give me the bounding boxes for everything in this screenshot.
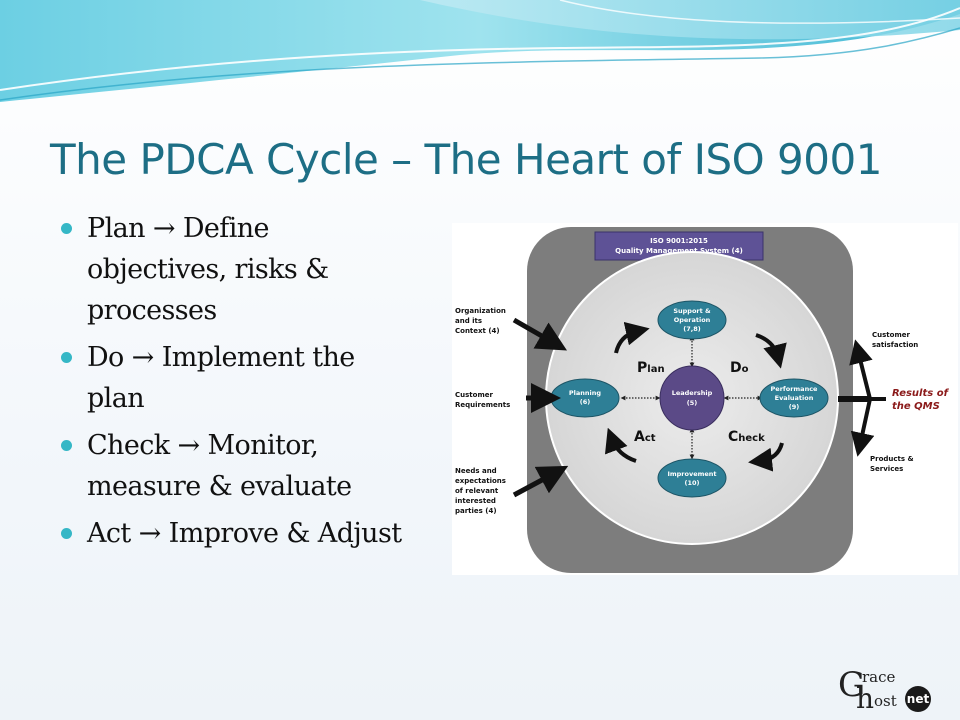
bullet-do-line-1: Do → Implement the — [87, 342, 355, 373]
node-performance-line-1: Performance — [771, 385, 819, 393]
header-waves — [0, 0, 960, 102]
arrow-products — [850, 398, 875, 457]
bullet-dot-icon — [61, 528, 72, 539]
cycle-arrow-check — [748, 442, 784, 472]
bullet-act-line-1: Act → Improve & Adjust — [87, 518, 402, 549]
node-planning-line-2: (6) — [580, 398, 590, 406]
cycle-arrow-plan — [614, 321, 650, 354]
label-act: Act — [634, 429, 656, 445]
node-improvement-line-2: (10) — [685, 479, 700, 487]
gracehost-logo: G race h ost net — [838, 666, 931, 714]
logo-net: net — [907, 692, 930, 706]
input-requirements-line-1: Customer — [455, 391, 493, 399]
bullet-dot-icon — [61, 352, 72, 363]
bullet-check-line-1: Check → Monitor, — [87, 430, 319, 461]
logo-race: race — [862, 668, 896, 686]
bullet-check-line-2: measure & evaluate — [87, 471, 352, 502]
bullet-plan-line-3: processes — [87, 295, 217, 326]
node-leadership-line-1: Leadership — [672, 389, 713, 397]
node-support — [657, 300, 727, 340]
bullet-plan: Plan → Define objectives, risks & processe… — [58, 208, 458, 331]
node-support-line-2: Operation — [674, 316, 711, 324]
node-support-line-3: (7,8) — [683, 325, 700, 333]
node-leadership — [659, 365, 725, 431]
bullet-plan-line-2: objectives, risks & — [87, 254, 329, 285]
input-needs-line-1: Needs and — [455, 467, 497, 475]
label-check: Check — [728, 429, 765, 445]
output-products-line-1: Products & — [870, 455, 914, 463]
node-planning-line-1: Planning — [569, 389, 601, 397]
input-context-line-2: and its — [455, 317, 482, 325]
output-products-line-2: Services — [870, 465, 903, 473]
input-needs-line-3: of relevant — [455, 487, 499, 495]
output-results-line-1: Results of — [892, 388, 950, 399]
input-needs-line-2: expectations — [455, 477, 506, 485]
input-context-line-1: Organization — [455, 307, 506, 315]
node-performance — [759, 378, 829, 418]
bullet-act: Act → Improve & Adjust — [58, 513, 458, 554]
bullet-plan-line-1: Plan → Define — [87, 213, 270, 244]
node-performance-line-3: (9) — [789, 403, 799, 411]
bullet-do-line-2: plan — [87, 383, 145, 414]
logo-g: G — [838, 666, 865, 705]
arrow-context — [512, 317, 568, 351]
label-do: Do — [730, 360, 749, 376]
output-results-line-2: the QMS — [892, 401, 940, 412]
input-needs-line-4: interested — [455, 497, 496, 505]
bullet-check: Check → Monitor, measure & evaluate — [58, 425, 458, 507]
output-satisfaction-line-1: Customer — [872, 331, 910, 339]
arrow-satisfaction — [849, 339, 873, 400]
label-plan: Plan — [637, 360, 665, 376]
logo-ost: ost — [874, 692, 897, 710]
cycle-arrow-do — [755, 333, 787, 369]
banner-line-1: ISO 9001:2015 — [650, 237, 708, 245]
bullet-dot-icon — [61, 440, 72, 451]
output-satisfaction-line-2: satisfaction — [872, 341, 918, 349]
node-improvement — [657, 458, 727, 498]
node-performance-line-2: Evaluation — [775, 394, 814, 402]
pdca-diagram: ISO 9001:2015 Quality Management System … — [452, 223, 958, 575]
input-needs-line-5: parties (4) — [455, 507, 497, 515]
logo-badge — [905, 686, 931, 712]
arrow-needs — [512, 465, 569, 498]
node-improvement-line-1: Improvement — [667, 470, 716, 478]
node-leadership-line-2: (5) — [687, 399, 697, 407]
slide-title: The PDCA Cycle – The Heart of ISO 9001 — [50, 135, 882, 184]
bullet-do: Do → Implement the plan — [58, 337, 458, 419]
input-context-line-3: Context (4) — [455, 327, 500, 335]
bullet-dot-icon — [61, 223, 72, 234]
logo-h: h — [856, 682, 874, 714]
cycle-arrow-act — [604, 427, 637, 463]
bullet-list: Plan → Define objectives, risks & processe… — [58, 208, 458, 560]
banner-line-2: Quality Management System (4) — [615, 247, 743, 255]
node-support-line-1: Support & — [673, 307, 711, 315]
input-requirements-line-2: Requirements — [455, 401, 510, 409]
